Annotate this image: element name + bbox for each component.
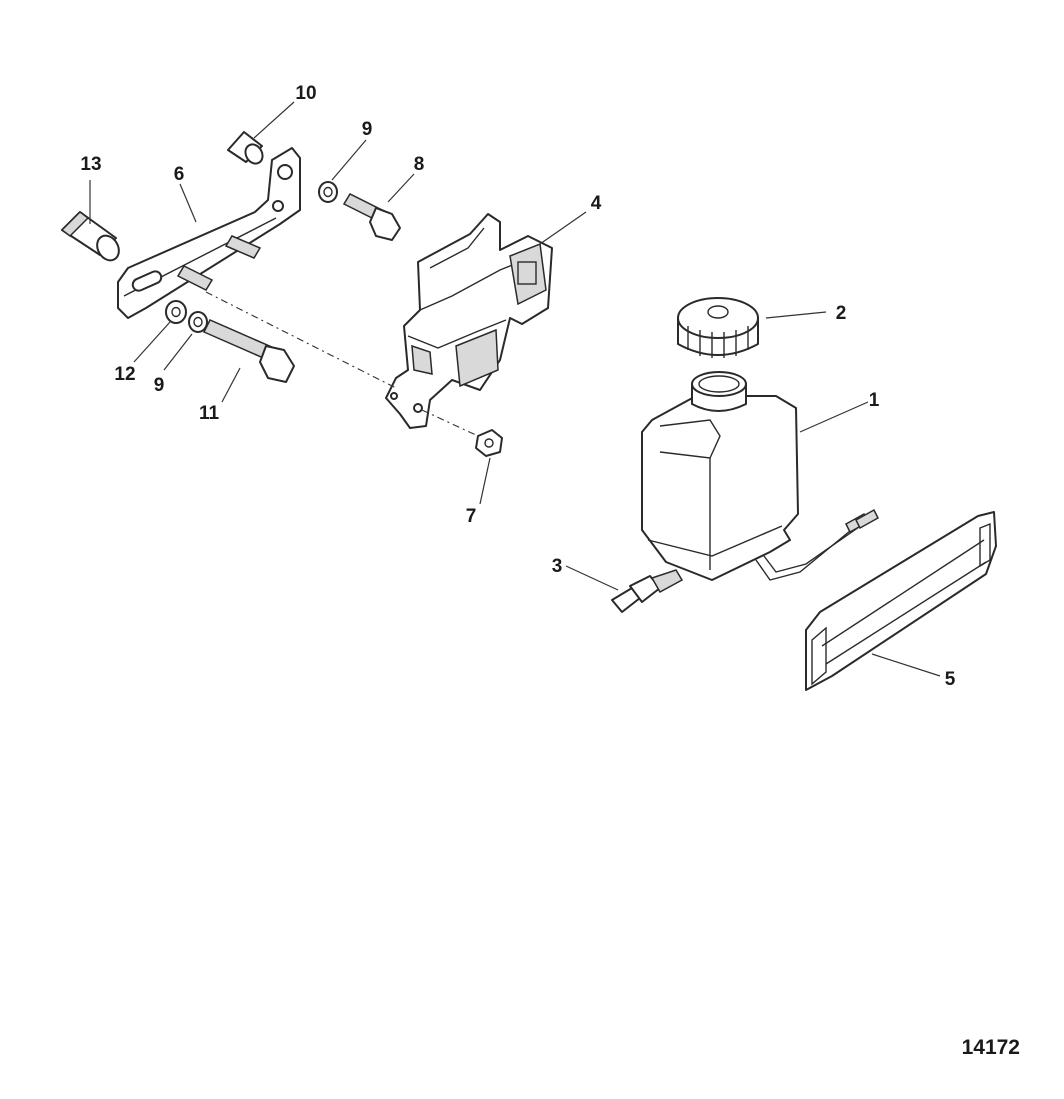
part-3-fitting [611, 569, 684, 613]
callout-8: 8 [414, 154, 425, 175]
callout-9-lower: 9 [154, 375, 165, 396]
figure-number: 14172 [962, 1036, 1020, 1059]
callout-3: 3 [552, 556, 563, 577]
callout-6: 6 [174, 164, 185, 185]
leader-lines [89, 101, 941, 677]
assembly-line-bracket-to-nut [421, 409, 479, 437]
part-6-mounting-plate [117, 147, 301, 319]
part-12-washer [165, 300, 187, 324]
callout-2: 2 [836, 303, 847, 324]
callout-12: 12 [114, 364, 135, 385]
callout-labels: 1 2 3 4 5 6 7 8 9 9 10 11 12 13 [80, 83, 955, 690]
callout-13: 13 [80, 154, 101, 175]
callout-5: 5 [945, 669, 956, 690]
callout-1: 1 [869, 390, 880, 411]
part-11-bolt [202, 319, 295, 383]
assembly-line-stud-to-bracket [205, 291, 397, 389]
callout-4: 4 [591, 193, 602, 214]
part-4-bracket [385, 213, 553, 429]
callout-9-upper: 9 [362, 119, 373, 140]
part-7-nut [475, 429, 503, 457]
part-9-washer-lower [188, 311, 208, 333]
callout-7: 7 [466, 506, 477, 527]
part-5-strap [805, 511, 997, 691]
part-9-washer-upper [318, 181, 338, 203]
part-2-cap [677, 297, 759, 358]
part-13-spacer [60, 211, 120, 262]
part-1-reservoir [641, 371, 879, 581]
callout-10: 10 [295, 83, 316, 104]
part-10-spacer [227, 131, 264, 165]
part-8-screw [342, 193, 401, 241]
callout-11: 11 [199, 403, 220, 424]
